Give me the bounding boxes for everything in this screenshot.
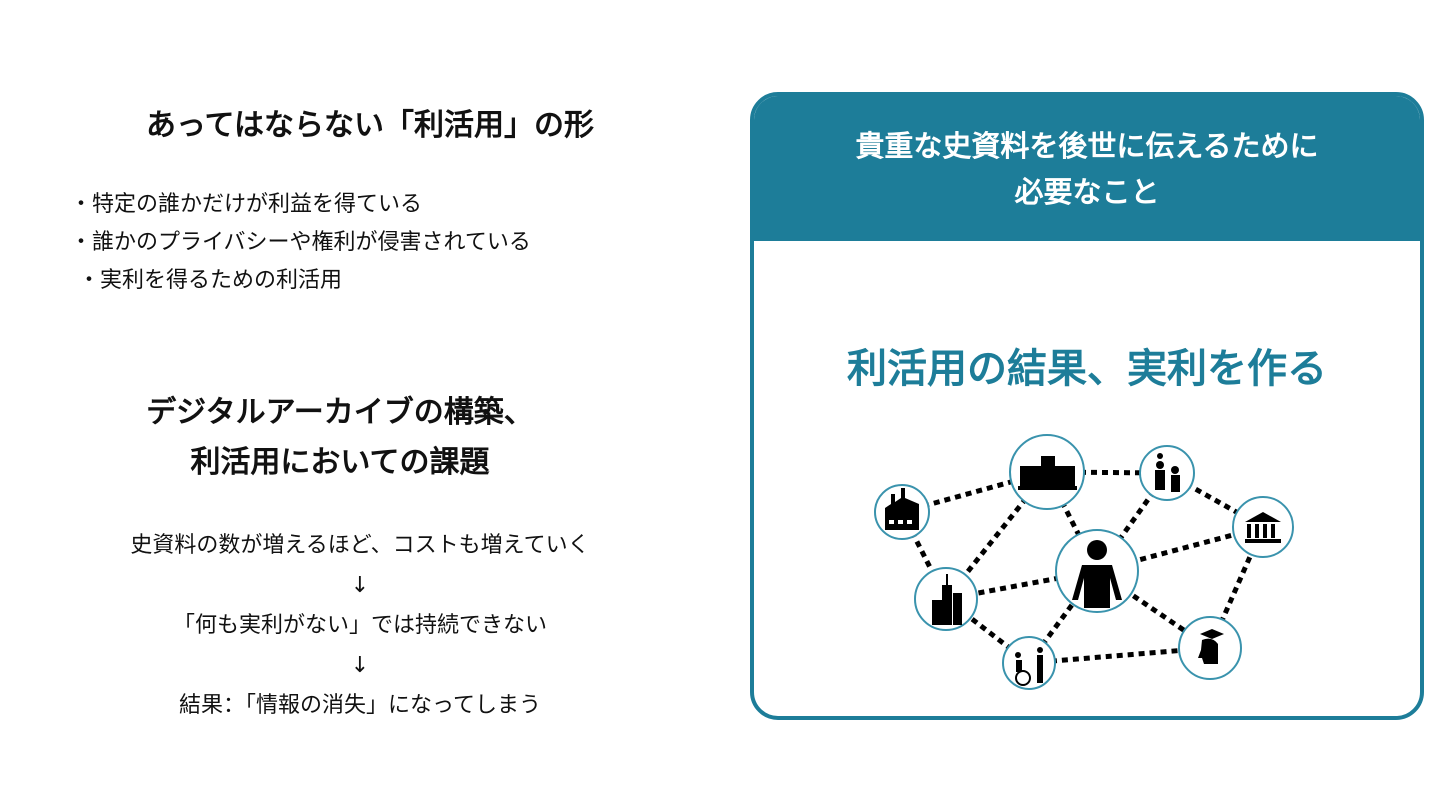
misuse-list: ・特定の誰かだけが利益を得ている ・誰かのプライバシーや権利が侵害されている ・… — [70, 186, 531, 300]
arrow-down-icon: ↓ — [350, 573, 370, 598]
heading-line: 利活用においての課題 — [190, 445, 490, 480]
heading-challenges: デジタルアーカイブの構築、 利活用においての課題 — [40, 388, 640, 488]
wheelchair-icon — [1015, 647, 1043, 686]
heading-misuse: あってはならない「利活用」の形 — [146, 108, 594, 143]
factory-icon — [885, 488, 919, 530]
family-icon — [1155, 453, 1180, 492]
card-header-line: 貴重な史資料を後世に伝えるために — [855, 128, 1319, 163]
list-item: ・誰かのプライバシーや権利が侵害されている — [70, 230, 531, 255]
arrow-down-icon: ↓ — [350, 653, 370, 678]
museum-icon — [1245, 512, 1281, 543]
card-header: 貴重な史資料を後世に伝えるために 必要なこと — [754, 96, 1420, 245]
challenge-flow: 史資料の数が増えるほど、コストも増えていく ↓ 「何も実利がない」では持続できな… — [40, 526, 680, 726]
graduate-icon — [1198, 629, 1224, 664]
school-icon — [1018, 456, 1077, 490]
flow-step: 「何も実利がない」では持続できない — [172, 613, 547, 638]
list-item: ・実利を得るための利活用 — [78, 268, 343, 293]
card-header-line: 必要なこと — [1014, 174, 1160, 209]
flow-step: 史資料の数が増えるほど、コストも増えていく — [130, 533, 590, 558]
heading-line: デジタルアーカイブの構築、 — [146, 395, 534, 430]
city-icon — [932, 574, 962, 625]
card-title: 利活用の結果、実利を作る — [847, 346, 1327, 392]
flow-step: 結果：「情報の消失」になってしまう — [179, 693, 541, 718]
key-point-card: 貴重な史資料を後世に伝えるために 必要なこと 利活用の結果、実利を作る — [750, 92, 1424, 720]
list-item: ・特定の誰かだけが利益を得ている — [70, 192, 423, 217]
person-icon — [1072, 540, 1122, 608]
